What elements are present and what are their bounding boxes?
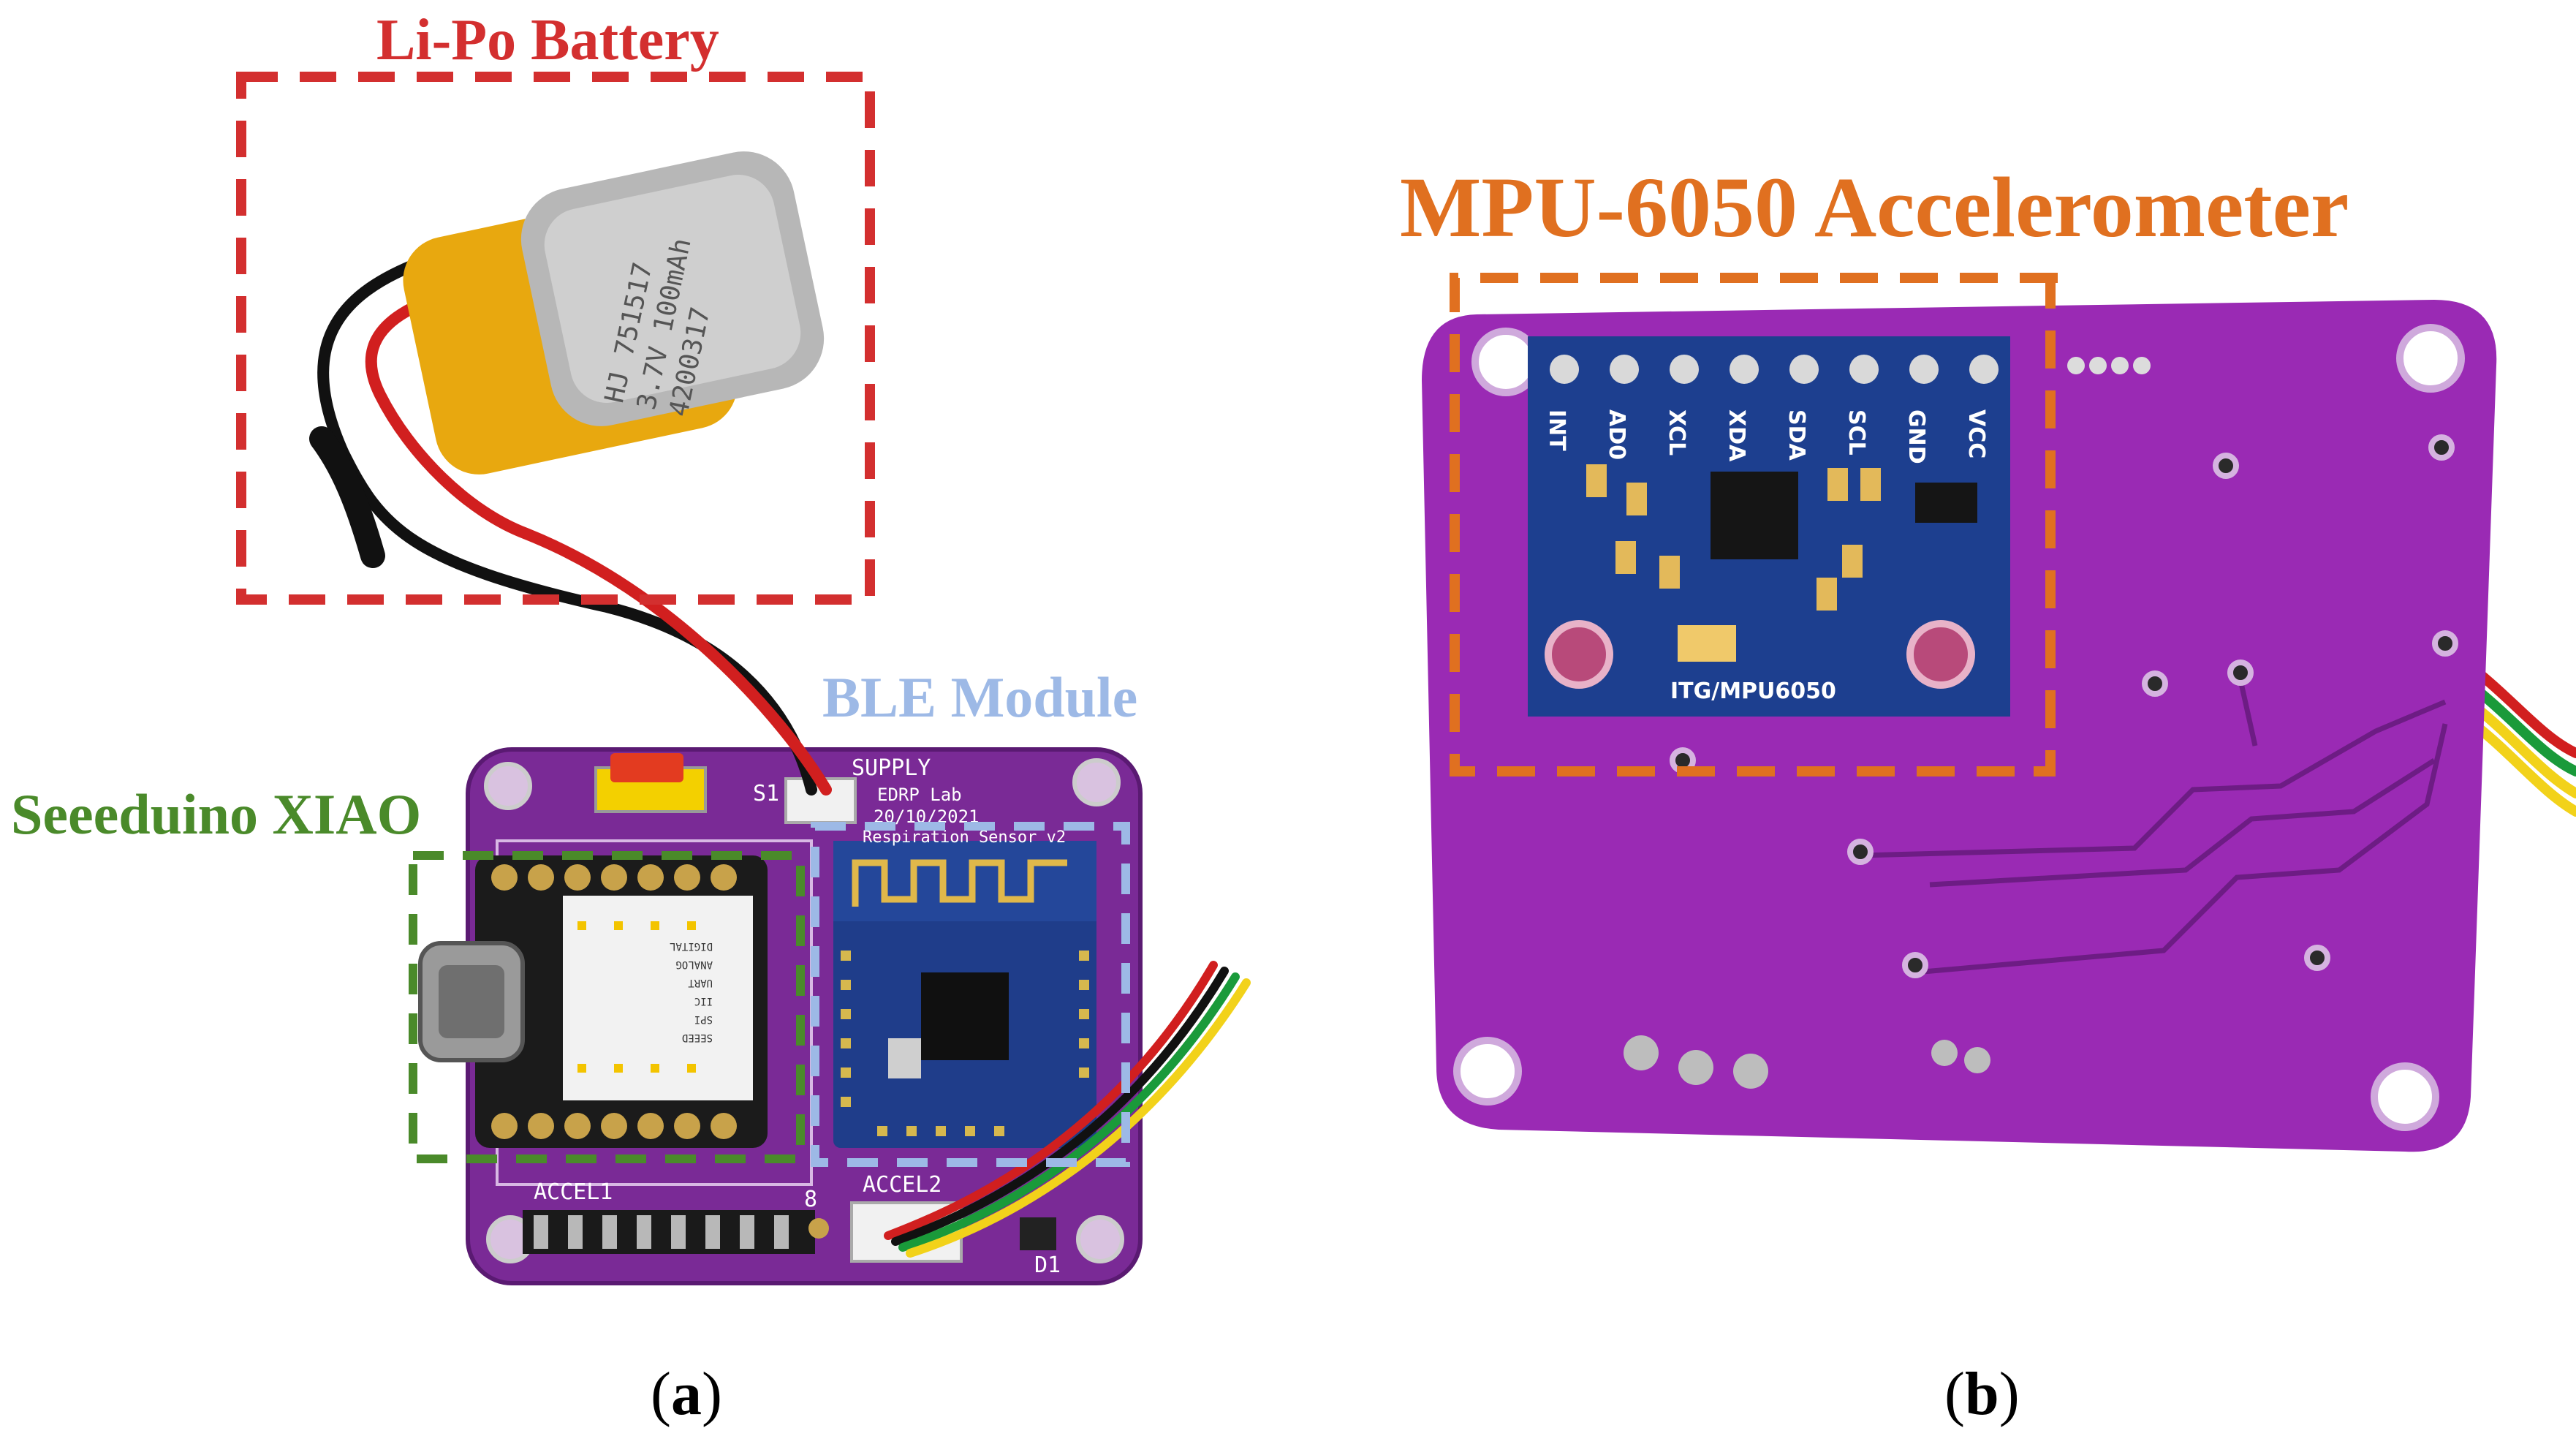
battery-highlight-box xyxy=(236,72,875,605)
silk-s1: S1 xyxy=(753,781,779,806)
xiao-print-5: SEEED xyxy=(682,1032,713,1043)
caption-a-letter: a xyxy=(670,1360,702,1428)
mpu6050-chip xyxy=(1711,472,1798,559)
accel1-header xyxy=(523,1210,829,1254)
caption-b-letter: b xyxy=(1964,1360,1999,1428)
pin-label-5: SCL xyxy=(1844,409,1869,456)
lipo-battery: HJ 751517 3.7V 100mAh 4200317 xyxy=(403,151,825,475)
silk-accel1: ACCEL1 xyxy=(534,1179,613,1205)
led-d1 xyxy=(1020,1217,1056,1250)
silk-lab: EDRP Lab xyxy=(877,785,962,805)
ble-highlight-box xyxy=(811,822,1130,1167)
caption-b: (b) xyxy=(1944,1360,2020,1428)
xiao-print-1: ANALOG xyxy=(675,959,713,970)
panel-b-wires xyxy=(2473,668,2576,817)
xiao-print-3: IIC xyxy=(694,995,713,1007)
xiao-print-4: SPI xyxy=(694,1013,713,1025)
caption-a: (a) xyxy=(651,1360,722,1428)
pin-label-2: XCL xyxy=(1664,409,1689,456)
pin-label-4: SDA xyxy=(1784,409,1809,461)
silk-accel2: ACCEL2 xyxy=(863,1172,942,1198)
accelerometer-highlight-box xyxy=(1450,273,2058,776)
silk-supply: SUPPLY xyxy=(852,755,931,781)
xiao-print-2: UART xyxy=(688,977,713,989)
ble-module xyxy=(833,841,1096,1148)
silk-eight: 8 xyxy=(804,1187,817,1212)
silk-d1: D1 xyxy=(1034,1252,1061,1278)
pin-label-3: XDA xyxy=(1724,409,1749,462)
pin-label-6: GND xyxy=(1903,409,1929,464)
xiao-board: DIGITAL ANALOG UART IIC SPI SEEED xyxy=(418,855,768,1148)
xiao-label: Seeeduino XIAO xyxy=(11,782,422,846)
battery-connector xyxy=(784,777,857,824)
mpu6050-module: INT AD0 XCL XDA SDA SCL GND VCC xyxy=(1528,336,2010,717)
chip-print: ITG/MPU6050 xyxy=(1670,679,1836,704)
silk-title: Respiration Sensor v2 xyxy=(863,828,1066,847)
pin-label-0: INT xyxy=(1544,409,1569,451)
pin-label-1: AD0 xyxy=(1604,409,1629,460)
xiao-print-0: DIGITAL xyxy=(670,940,713,952)
accelerometer-label: MPU-6050 Accelerometer xyxy=(1400,159,2349,255)
battery-label: Li-Po Battery xyxy=(376,8,719,72)
battery-wires xyxy=(309,228,832,796)
switch-s1 xyxy=(594,753,707,813)
ble-label: BLE Module xyxy=(822,665,1138,729)
pin-label-7: VCC xyxy=(1963,409,1989,458)
